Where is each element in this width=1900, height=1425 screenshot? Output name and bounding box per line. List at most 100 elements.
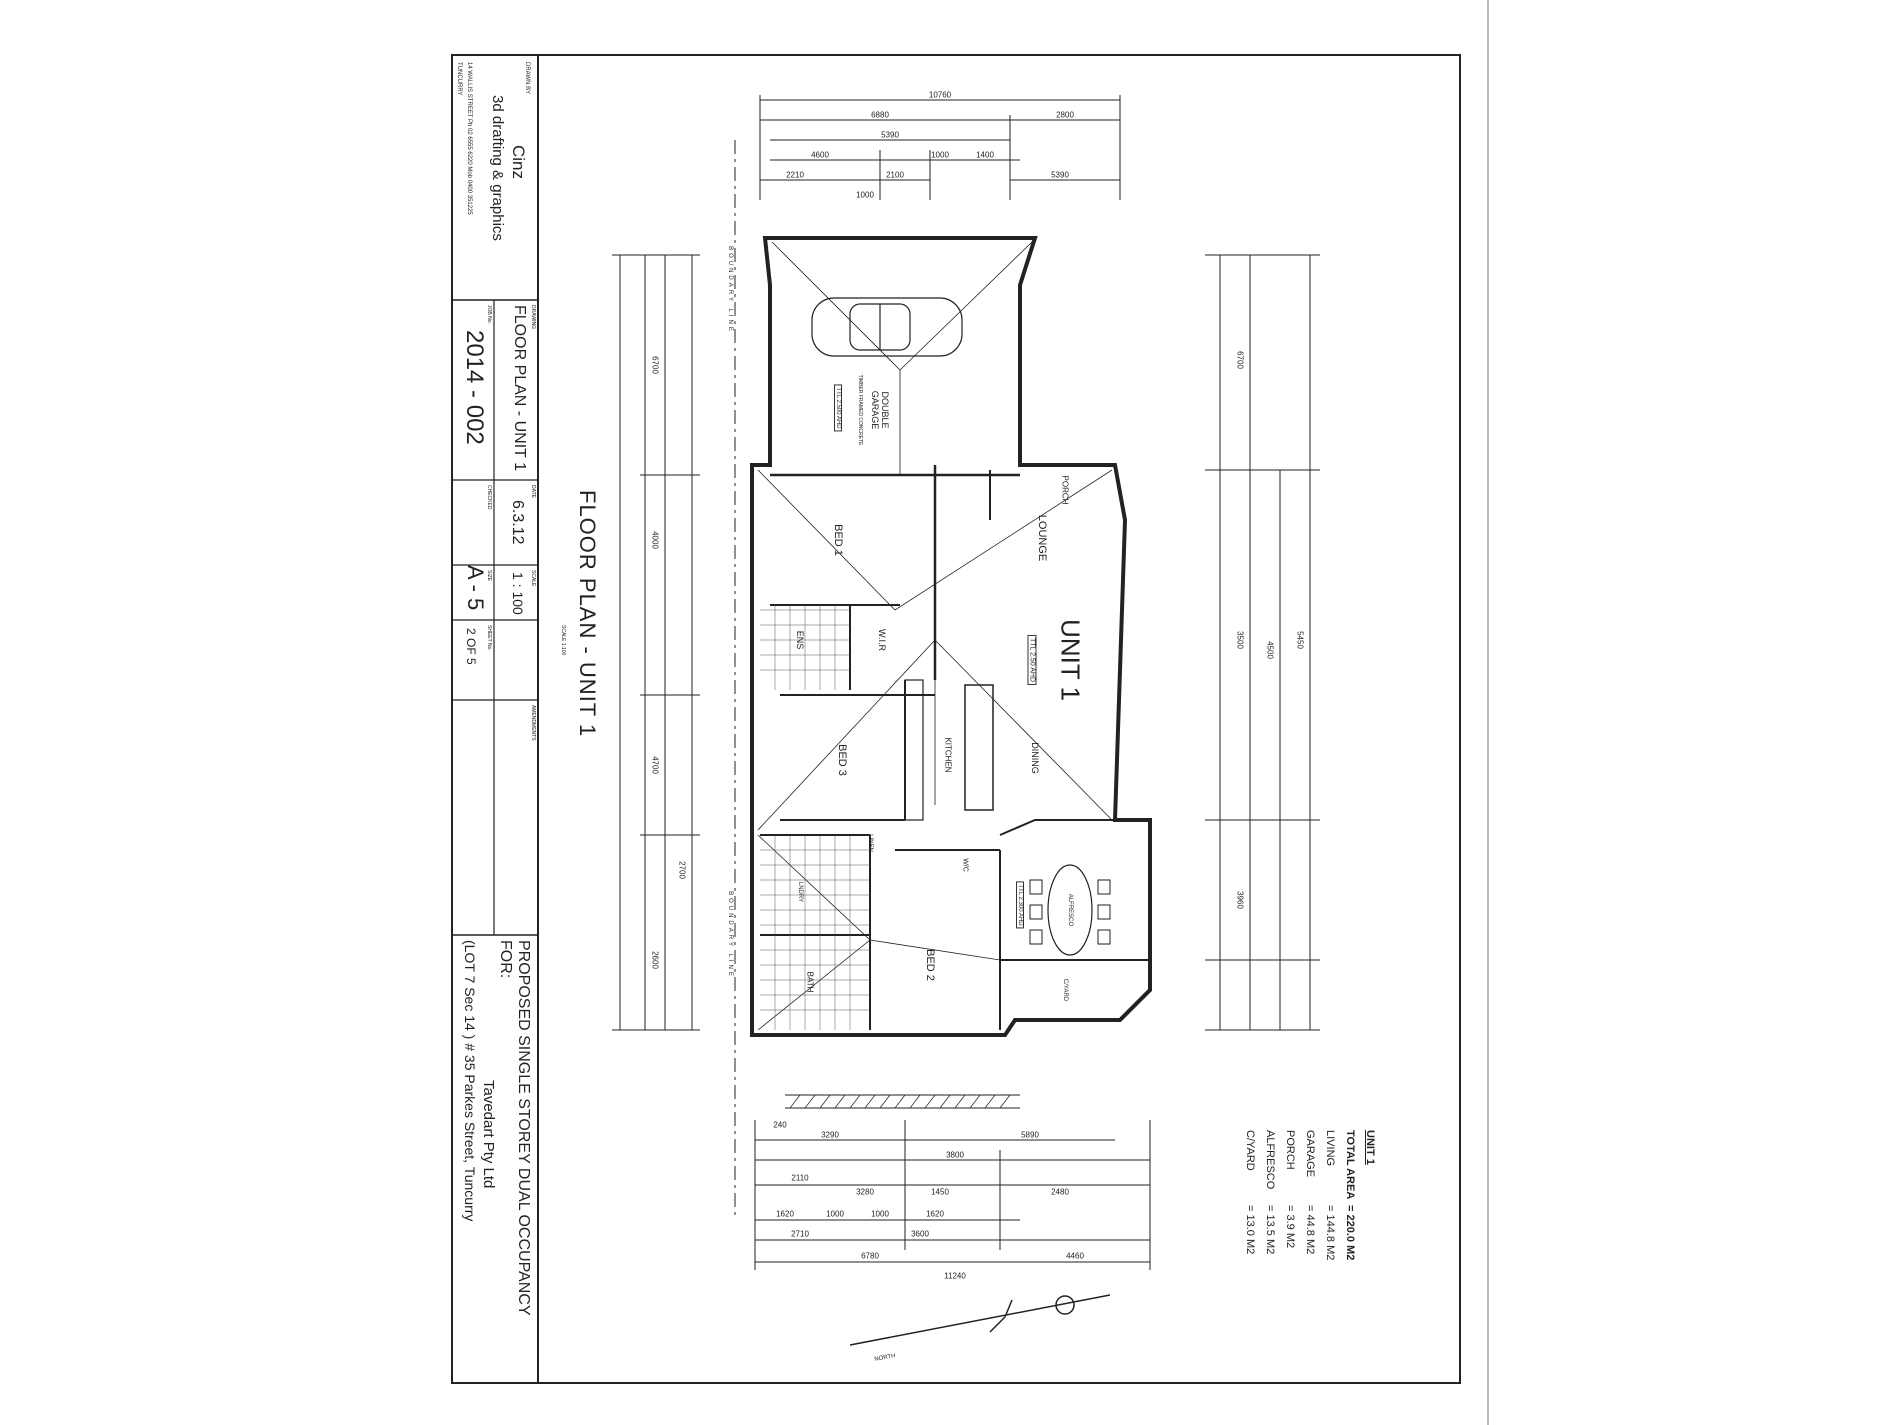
firm-address: 14 WALLIS STREET Ph 02 6555 6220 Mob 040… (466, 62, 472, 215)
dim-left-5: 2600 (650, 951, 660, 969)
room-alfresco-level: TTL 2.300 AHD (1016, 881, 1024, 929)
dim-bottom-1: 240 (773, 1120, 787, 1130)
project-location: (LOT 7 Sec 14 ) # 35 Parkes Street, Tunc… (462, 940, 478, 1222)
scale-label: SCALE (530, 570, 536, 587)
dim-bottom-17: 11240 (944, 1271, 966, 1281)
room-linen: LINEN (867, 834, 873, 852)
room-alfresco: ALFRESCO (1067, 893, 1073, 927)
dim-bottom-4: 3800 (946, 1150, 964, 1160)
area-value: = 144.8 M2 (1324, 1205, 1336, 1261)
project-for: FOR: (497, 940, 514, 979)
area-label: ALFRESCO (1264, 1130, 1276, 1190)
area-label: PORCH (1284, 1130, 1296, 1170)
area-row: GARAGE = 44.8 M2 (1300, 1130, 1320, 1260)
room-ens: ENS (795, 630, 805, 650)
dim-bottom-3: 5890 (1021, 1130, 1039, 1140)
room-porch: PORCH (1060, 475, 1070, 505)
client-name: Tavedart Pty Ltd (480, 1080, 497, 1189)
dim-right-2: 3500 (1235, 631, 1245, 649)
dim-right-5: 5450 (1295, 631, 1305, 649)
dim-bottom-8: 2480 (1051, 1187, 1069, 1197)
area-value: = 220.0 M2 (1344, 1205, 1356, 1261)
area-label: TOTAL AREA (1344, 1130, 1356, 1200)
room-wir: W.I.R (877, 629, 887, 651)
room-double-garage: DOUBLE GARAGE (870, 390, 890, 430)
room-courtyard: C/YARD (1062, 978, 1068, 1002)
job-label: JOB No. (486, 305, 492, 324)
dim-top-7: 1400 (976, 150, 994, 160)
area-row: TOTAL AREA = 220.0 M2 (1340, 1130, 1360, 1260)
boundary-line-label-top: BOUNDARY LINE (727, 246, 733, 334)
sheet-value: 2 OF 5 (464, 628, 478, 665)
drawing-label: DRAWING (530, 305, 536, 329)
firm-tagline: 3d drafting & graphics (489, 95, 506, 241)
room-lounge: LOUNGE (1036, 514, 1048, 562)
firm-name: Cinz (509, 145, 528, 180)
sheet-label: SHEET No. (486, 625, 492, 651)
area-value: = 3.9 M2 (1284, 1205, 1296, 1249)
job-number: 2014 - 002 (461, 330, 488, 445)
room-kitchen: KITCHEN (943, 737, 953, 773)
unit-area: TTL 2.50 AHD (1027, 634, 1037, 686)
dim-bottom-11: 1000 (871, 1209, 889, 1219)
area-row: C/YARD = 13.0 M2 (1240, 1130, 1260, 1260)
room-laundry: LNDRY (797, 881, 803, 903)
area-value: = 13.0 M2 (1244, 1205, 1256, 1255)
area-heading: UNIT 1 (1364, 1130, 1376, 1165)
drawn-by-label: DRAWN BY (524, 62, 530, 95)
north-arrow-symbol (849, 1294, 1111, 1346)
dim-bottom-13: 2710 (791, 1229, 809, 1239)
plan-heading-scale: SCALE 1:100 (560, 625, 566, 656)
dim-top-3: 2800 (1056, 110, 1074, 120)
room-garage-level: TTL 2.500 AHD (834, 384, 842, 432)
dim-top-2: 6880 (871, 110, 889, 120)
room-wc: W/C (961, 858, 969, 872)
scale-value: 1 : 100 (510, 572, 526, 615)
room-bed-3: BED 3 (836, 744, 848, 776)
unit-label: UNIT 1 (1055, 619, 1086, 701)
checked-label: CHECKED (486, 485, 492, 510)
dim-top-4: 5390 (881, 130, 899, 140)
dim-left-2: 4000 (650, 531, 660, 549)
drawing-title: FLOOR PLAN - UNIT 1 (511, 305, 528, 471)
area-value: = 13.5 M2 (1264, 1205, 1276, 1255)
area-row: PORCH = 3.9 M2 (1280, 1130, 1300, 1260)
plan-heading: FLOOR PLAN - UNIT 1 (575, 490, 600, 738)
room-garage-note: TIMBER FRAMED CONCRETE (857, 374, 863, 446)
dim-bottom-16: 4460 (1066, 1251, 1084, 1261)
dim-bottom-5: 2110 (791, 1173, 809, 1183)
area-label: GARAGE (1304, 1130, 1316, 1178)
room-bed-2: BED 2 (924, 949, 936, 981)
dim-top-11: 5390 (1051, 170, 1069, 180)
dim-bottom-14: 3600 (911, 1229, 929, 1239)
dim-top-9: 2100 (886, 170, 904, 180)
dim-bottom-15: 6780 (861, 1251, 879, 1261)
dim-bottom-12: 1620 (926, 1209, 944, 1219)
dim-bottom-9: 1620 (776, 1209, 794, 1219)
dim-bottom-6: 3280 (856, 1187, 874, 1197)
dim-right-1: 6700 (1235, 351, 1245, 369)
dim-top-8: 2210 (786, 170, 804, 180)
date-label: DATE (530, 485, 536, 498)
amendments-label: AMENDMENTS (530, 705, 536, 741)
dim-left-1: 6700 (650, 356, 660, 374)
area-row: ALFRESCO = 13.5 M2 (1260, 1130, 1280, 1260)
floor-plan (612, 95, 1320, 1346)
area-label: C/YARD (1244, 1130, 1256, 1171)
area-value: = 44.8 M2 (1304, 1205, 1316, 1255)
room-bath: BATH (805, 971, 815, 993)
dim-overall-top: 10760 (928, 90, 952, 100)
room-bed-1: BED 1 (832, 524, 844, 556)
dim-right-4: 3960 (1235, 891, 1245, 909)
dim-left-4: 2700 (677, 861, 687, 879)
dim-top-5: 4600 (811, 150, 829, 160)
area-label: LIVING (1324, 1130, 1336, 1167)
dim-top-6: 1000 (931, 150, 949, 160)
area-row: LIVING = 144.8 M2 (1320, 1130, 1340, 1260)
dim-top-10: 1000 (856, 190, 874, 200)
date-value: 6.3.12 (509, 500, 526, 545)
size-value: A - 5 (463, 565, 488, 611)
dim-right-3: 4500 (1265, 641, 1275, 659)
